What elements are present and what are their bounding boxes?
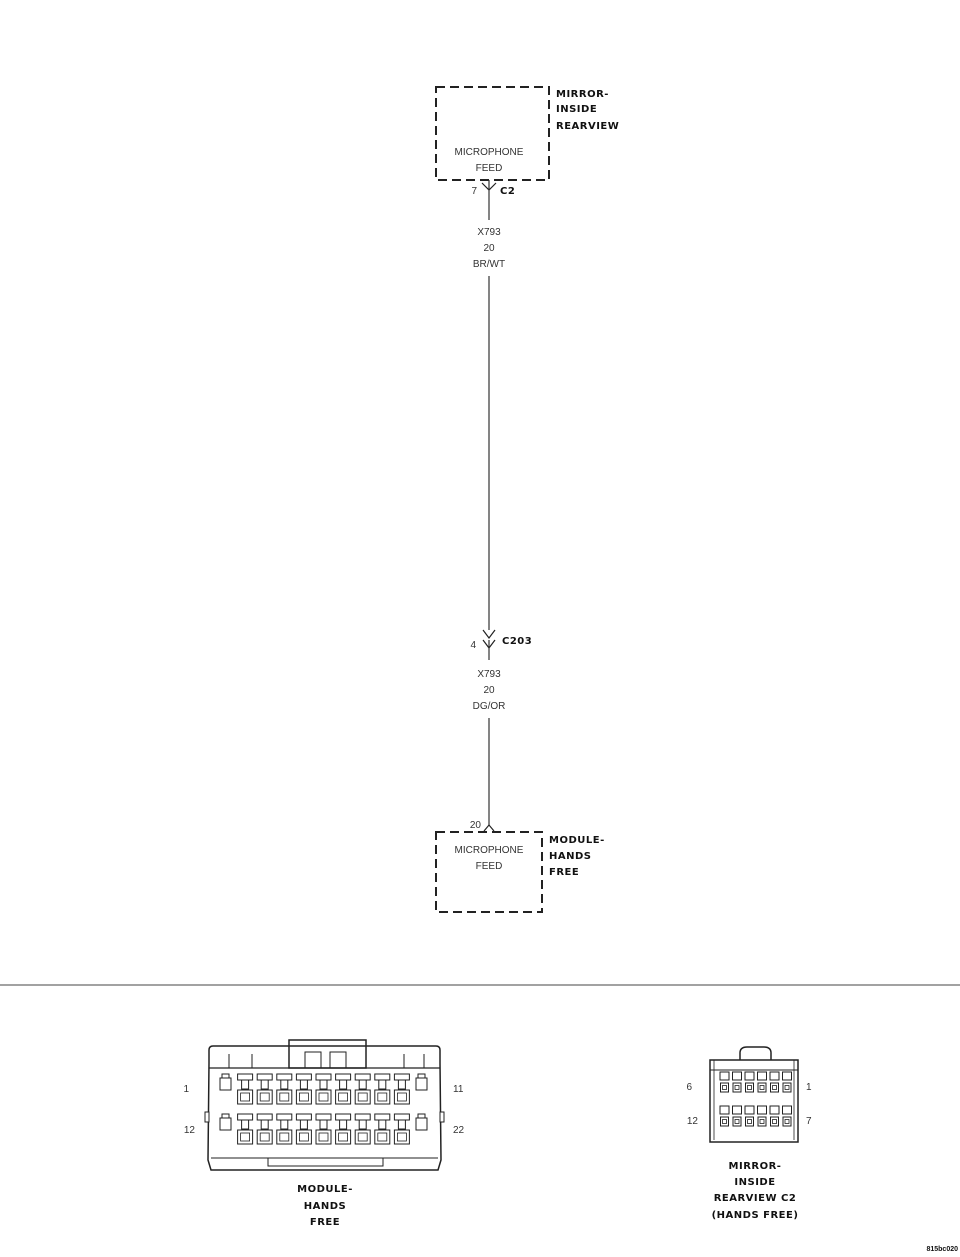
module-cavity — [335, 1113, 352, 1145]
mirror-face-pin-6: 6 — [686, 1082, 692, 1093]
wire-lower-gauge: 20 — [483, 685, 495, 696]
mirror-cavity — [744, 1071, 755, 1093]
mirror-face-pin-12: 12 — [687, 1116, 699, 1127]
module-cavity — [295, 1073, 312, 1105]
module-cavity-row-2 — [219, 1113, 428, 1145]
mirror-cavity — [782, 1105, 792, 1127]
wire-upper-circuit: X793 — [477, 227, 501, 238]
module-function-line-2: FEED — [476, 861, 503, 872]
module-cavity — [219, 1073, 232, 1091]
mirror-cavity — [719, 1071, 730, 1093]
mirror-cavity — [769, 1071, 780, 1093]
module-cavity — [219, 1113, 232, 1131]
mirror-name-line-3: REARVIEW — [556, 121, 619, 132]
module-cavity — [354, 1113, 371, 1145]
mirror-name-line-1: MIRROR- — [556, 89, 609, 100]
c203-connector-label: C203 — [502, 636, 532, 647]
mirror-function-line-1: MICROPHONE — [455, 147, 524, 158]
c203-pin-number: 4 — [470, 640, 476, 651]
mirror-connector-face: 6 1 12 7 MIRROR- INSIDE REARVIEW C2 (HAN… — [686, 1046, 812, 1221]
mirror-cavity — [744, 1105, 755, 1127]
module-name-line-2: HANDS — [549, 851, 591, 862]
module-cavity — [315, 1113, 332, 1145]
module-cavity — [374, 1073, 391, 1105]
c2-connector-symbol: 7 C2 — [471, 180, 515, 220]
module-face-pin-22: 22 — [453, 1125, 465, 1136]
mirror-face-label-3: REARVIEW C2 — [714, 1193, 797, 1204]
module-function-line-1: MICROPHONE — [455, 845, 524, 856]
mirror-face-label-2: INSIDE — [734, 1177, 775, 1188]
wire-lower-color: DG/OR — [473, 701, 506, 712]
module-face-label-1: MODULE- — [297, 1184, 353, 1195]
mirror-face-pin-1: 1 — [806, 1082, 812, 1093]
mirror-cavity-row-1 — [719, 1071, 792, 1093]
module-pin-symbol: 20 — [470, 820, 495, 832]
module-cavity — [374, 1113, 391, 1145]
module-connector-face: 1 11 12 22 MODULE- HANDS FREE — [183, 1039, 465, 1228]
module-cavity — [237, 1073, 254, 1105]
mirror-face-label-4: (HANDS FREE) — [712, 1210, 799, 1221]
mirror-cavity — [757, 1105, 767, 1127]
module-face-pin-11: 11 — [453, 1084, 464, 1095]
mirror-cavity — [719, 1105, 730, 1127]
c2-connector-label: C2 — [500, 186, 515, 197]
module-cavity — [354, 1073, 371, 1105]
wire-lower-label: X793 20 DG/OR — [473, 669, 506, 712]
mirror-cavity — [757, 1071, 767, 1093]
module-name-line-3: FREE — [549, 867, 579, 878]
wire-upper-color: BR/WT — [473, 259, 505, 270]
mirror-component-box — [435, 86, 550, 181]
module-cavity — [276, 1113, 293, 1145]
module-face-pin-12: 12 — [184, 1125, 196, 1136]
mirror-cavity-row-2 — [719, 1105, 792, 1127]
module-cavity — [256, 1113, 273, 1145]
module-cavity — [256, 1073, 273, 1105]
mirror-face-label-1: MIRROR- — [729, 1161, 782, 1172]
mirror-cavity — [782, 1071, 792, 1093]
module-cavity — [415, 1073, 428, 1091]
mirror-cavity — [732, 1071, 742, 1093]
wire-upper-gauge: 20 — [483, 243, 495, 254]
mirror-face-pin-7: 7 — [806, 1116, 812, 1127]
module-component: MICROPHONE FEED MODULE- HANDS FREE — [435, 831, 605, 913]
module-face-pin-1: 1 — [183, 1084, 189, 1095]
module-cavity — [295, 1113, 312, 1145]
module-cavity — [335, 1073, 352, 1105]
figure-code: 815bc020 — [926, 1246, 958, 1253]
mirror-cavity — [732, 1105, 742, 1127]
wire-upper-label: X793 20 BR/WT — [473, 227, 505, 270]
mirror-cavity — [769, 1105, 780, 1127]
wire-lower-circuit: X793 — [477, 669, 501, 680]
module-cavity — [315, 1073, 332, 1105]
module-name-line-1: MODULE- — [549, 835, 605, 846]
c2-pin-number: 7 — [471, 186, 477, 197]
module-cavity — [415, 1113, 428, 1131]
module-face-label-2: HANDS — [304, 1201, 346, 1212]
mirror-component: MIRROR- INSIDE REARVIEW MICROPHONE FEED — [435, 86, 619, 181]
module-component-box — [435, 831, 543, 913]
mirror-function-line-2: FEED — [476, 163, 503, 174]
mirror-name-line-2: INSIDE — [556, 104, 597, 115]
module-cavity — [237, 1113, 254, 1145]
c203-connector-symbol: 4 C203 — [470, 629, 532, 660]
module-cavity — [393, 1073, 410, 1105]
module-face-label-3: FREE — [310, 1217, 340, 1228]
module-cavity — [393, 1113, 410, 1145]
module-pin-number: 20 — [470, 820, 482, 831]
module-cavity — [276, 1073, 293, 1105]
module-cavity-row-1 — [219, 1073, 428, 1105]
